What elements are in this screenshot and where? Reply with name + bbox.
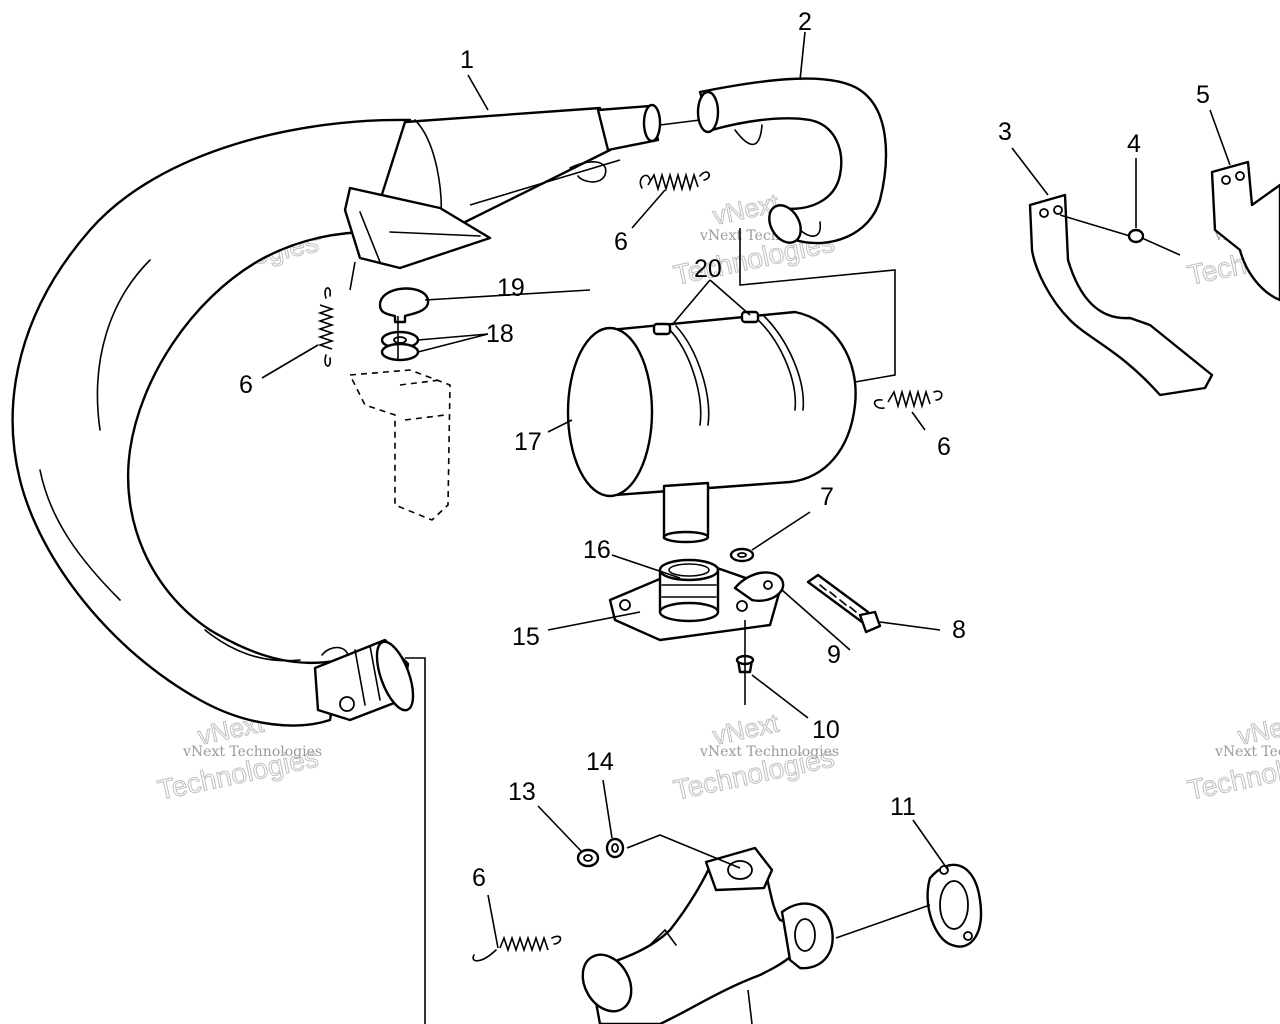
callout-6-left: 6 <box>239 371 253 399</box>
callout-17: 17 <box>514 428 542 456</box>
svg-text:vNext Technologies: vNext Technologies <box>699 744 839 760</box>
callout-8: 8 <box>952 616 966 644</box>
callout-10: 10 <box>812 716 840 744</box>
grommet-washers <box>380 330 420 362</box>
bracket-outline <box>348 369 451 521</box>
callout-labels: 1 2 3 4 5 6 6 6 6 7 8 9 10 11 13 14 15 1… <box>239 8 1210 892</box>
callout-20: 20 <box>694 255 722 283</box>
nut <box>576 848 600 868</box>
callout-11: 11 <box>890 793 916 821</box>
clamp-clip <box>733 571 785 602</box>
callout-7: 7 <box>820 483 834 511</box>
callout-18: 18 <box>486 320 514 348</box>
washer <box>729 547 755 563</box>
lock-washer <box>605 837 625 859</box>
callout-13: 13 <box>508 778 536 806</box>
spring-bottom <box>472 935 562 962</box>
callout-6-bottom: 6 <box>472 864 486 892</box>
callout-16: 16 <box>583 536 611 564</box>
svg-text:vNext Technologies: vNext Technologies <box>182 744 322 760</box>
callout-14: 14 <box>586 748 614 776</box>
callout-19: 19 <box>497 274 525 302</box>
callout-5: 5 <box>1196 81 1210 109</box>
callout-2: 2 <box>798 8 812 36</box>
watermark-bottom-right: vNext vNext Technologies Technologies <box>1184 707 1280 806</box>
callout-3: 3 <box>998 118 1012 146</box>
muffler-flange <box>608 558 782 642</box>
callout-6-top: 6 <box>614 228 628 256</box>
callout-15: 15 <box>512 623 540 651</box>
svg-text:vNext Technologies: vNext Technologies <box>1214 744 1280 760</box>
exhaust-gasket <box>926 863 983 948</box>
support-bracket-right <box>1210 160 1280 302</box>
callout-4: 4 <box>1127 130 1141 158</box>
muffler <box>566 310 857 544</box>
leader-lines <box>261 31 1231 1024</box>
header-pipe <box>11 103 662 727</box>
bolt <box>806 573 882 634</box>
j-pipe <box>696 77 888 245</box>
y-pipe <box>581 846 834 1024</box>
callout-9: 9 <box>827 641 841 669</box>
rubber-cap <box>378 287 430 324</box>
spring-right <box>873 389 943 409</box>
spring-top <box>639 171 711 192</box>
support-bracket-left <box>1028 193 1214 397</box>
bracket-pin <box>1127 228 1145 244</box>
callout-1: 1 <box>460 46 474 74</box>
spring-left <box>317 287 335 367</box>
callout-6-right: 6 <box>937 433 951 461</box>
